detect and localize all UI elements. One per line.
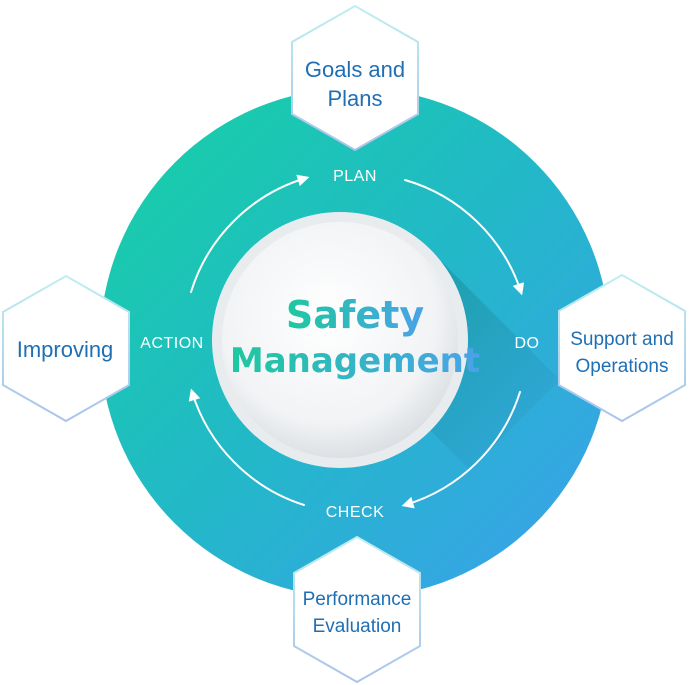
center-disc <box>222 222 458 458</box>
hex-shape <box>2 274 130 423</box>
arrow-check-to-action <box>188 388 305 506</box>
hex-label-line1: Goals and <box>305 57 405 82</box>
cycle-label-action: ACTION <box>140 335 203 352</box>
cycle-label-check: CHECK <box>326 504 385 521</box>
arrow-do-to-check <box>401 391 521 509</box>
center-title-line1: Safety <box>286 293 424 337</box>
hex-label-line2: Operations <box>576 356 669 377</box>
hex-node-improving: Improving <box>2 274 130 423</box>
hex-label-line2: Plans <box>327 86 382 111</box>
hex-shape <box>293 535 421 684</box>
hex-node-goals-plans: Goals and Plans <box>291 4 419 152</box>
center-title-line2: Management <box>230 341 480 381</box>
hex-shape <box>291 4 419 152</box>
hex-node-support-operations: Support and Operations <box>558 273 686 423</box>
hex-label-line1: Improving <box>17 337 114 362</box>
arrow-action-to-plan <box>190 174 310 293</box>
hex-node-performance-evaluation: Performance Evaluation <box>293 535 421 684</box>
arrow-plan-to-do <box>404 179 525 296</box>
hex-label-line1: Performance <box>303 589 412 610</box>
cycle-arrows <box>188 174 525 509</box>
hex-label-line1: Support and <box>570 329 674 350</box>
cycle-label-do: DO <box>515 335 540 352</box>
cycle-label-plan: PLAN <box>333 168 377 185</box>
hex-label-line2: Evaluation <box>313 616 402 637</box>
hex-shape <box>558 273 686 423</box>
